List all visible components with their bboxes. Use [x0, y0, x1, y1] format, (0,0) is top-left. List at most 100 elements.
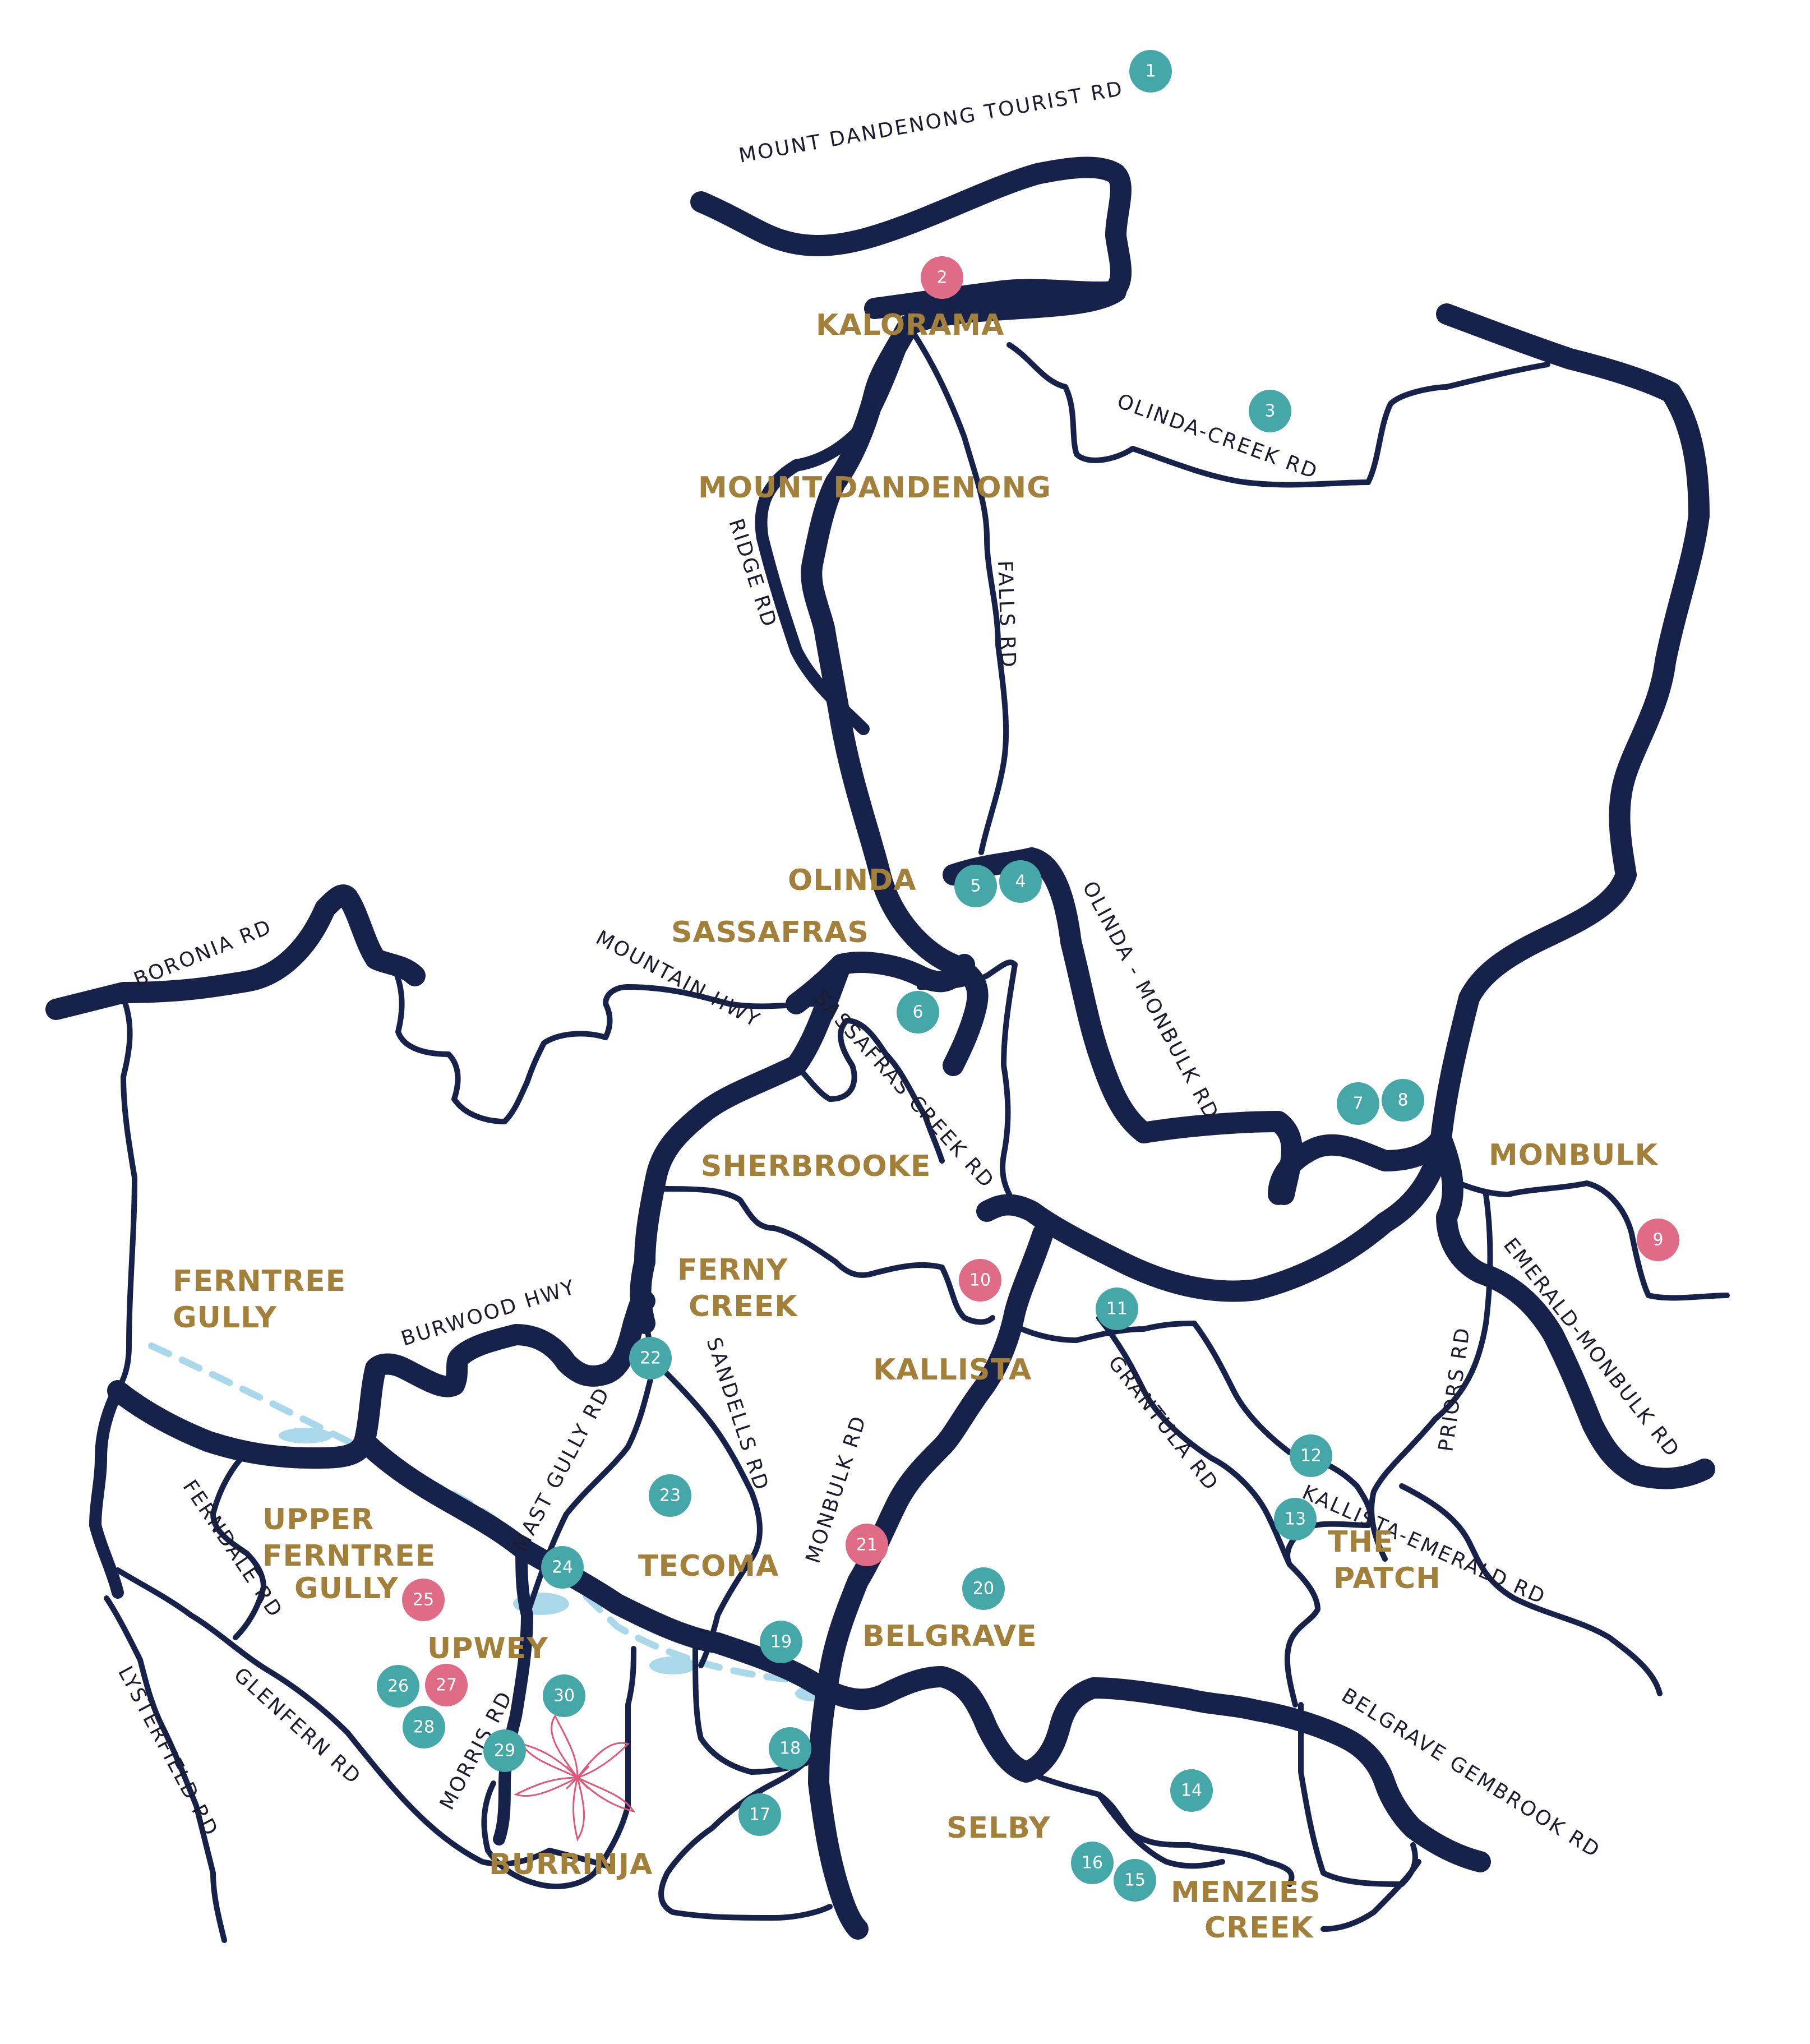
map-marker-22[interactable]: 22 [629, 1337, 672, 1379]
map-marker-circle[interactable] [1337, 1082, 1379, 1125]
map-marker-13[interactable]: 13 [1274, 1498, 1317, 1540]
map-marker-circle[interactable] [1290, 1434, 1332, 1477]
map-marker-number: 25 [413, 1590, 434, 1610]
map-marker-6[interactable]: 6 [897, 991, 939, 1033]
map-marker-21[interactable]: 21 [846, 1524, 888, 1566]
map-marker-circle[interactable] [403, 1706, 445, 1748]
map-marker-23[interactable]: 23 [649, 1474, 691, 1517]
map-marker-number: 17 [749, 1805, 770, 1825]
place-label-sherbrooke: SHERBROOKE [701, 1150, 931, 1183]
map-marker-25[interactable]: 25 [402, 1579, 445, 1621]
place-labels: KALORAMA MOUNT DANDENONG OLINDA SASSAFRA… [173, 308, 1658, 1945]
map-marker-number: 21 [856, 1535, 878, 1555]
map-marker-27[interactable]: 27 [425, 1664, 468, 1706]
map-marker-circle[interactable] [1114, 1859, 1156, 1902]
place-label-upper-ftg-2: FERNTREE [262, 1539, 436, 1573]
map-marker-3[interactable]: 3 [1249, 390, 1291, 432]
map-marker-14[interactable]: 14 [1170, 1769, 1213, 1812]
map-marker-circle[interactable] [999, 860, 1042, 903]
place-label-upper-ftg-3: GULLY [294, 1572, 399, 1605]
map-marker-circle[interactable] [846, 1524, 888, 1566]
map-marker-26[interactable]: 26 [377, 1665, 419, 1708]
place-label-kalorama: KALORAMA [816, 308, 1004, 342]
map-marker-circle[interactable] [1170, 1769, 1213, 1812]
map-marker-17[interactable]: 17 [738, 1793, 781, 1836]
place-label-olinda: OLINDA [788, 864, 917, 897]
map-marker-number: 23 [659, 1486, 681, 1506]
map-marker-number: 20 [973, 1579, 994, 1599]
place-label-menzies-creek-2: CREEK [1204, 1911, 1314, 1945]
map-marker-circle[interactable] [897, 991, 939, 1033]
map-marker-circle[interactable] [377, 1665, 419, 1708]
road-label-priors-rd: PRIORS RD [1434, 1325, 1475, 1453]
map-marker-circle[interactable] [1129, 50, 1172, 93]
map-marker-18[interactable]: 18 [769, 1727, 811, 1770]
map-marker-8[interactable]: 8 [1382, 1079, 1424, 1122]
map-marker-15[interactable]: 15 [1114, 1859, 1156, 1902]
map-marker-circle[interactable] [649, 1474, 691, 1517]
place-label-selby: SELBY [946, 1811, 1051, 1845]
map-marker-circle[interactable] [1249, 390, 1291, 432]
map-marker-30[interactable]: 30 [543, 1674, 585, 1717]
map-marker-1[interactable]: 1 [1129, 50, 1172, 93]
place-label-ferny-creek-2: CREEK [689, 1290, 798, 1323]
map-marker-circle[interactable] [1274, 1498, 1317, 1540]
map-marker-16[interactable]: 16 [1071, 1842, 1114, 1884]
map-marker-circle[interactable] [543, 1674, 585, 1717]
map-marker-24[interactable]: 24 [541, 1546, 584, 1589]
map-marker-number: 8 [1397, 1091, 1408, 1110]
map-marker-number: 11 [1106, 1299, 1128, 1319]
place-label-monbulk: MONBULK [1489, 1138, 1658, 1172]
map-marker-number: 28 [413, 1718, 435, 1737]
map-marker-circle[interactable] [483, 1729, 526, 1772]
map-marker-circle[interactable] [738, 1793, 781, 1836]
map-marker-circle[interactable] [541, 1546, 584, 1589]
map-marker-circle[interactable] [1071, 1842, 1114, 1884]
map-marker-circle[interactable] [1096, 1288, 1138, 1330]
map-marker-circle[interactable] [769, 1727, 811, 1770]
road-label-olinda-monbulk-rd: OLINDA - MONBULK RD [1078, 878, 1223, 1124]
map-marker-number: 22 [640, 1349, 661, 1368]
map-marker-circle[interactable] [1382, 1079, 1424, 1122]
map-marker-number: 10 [969, 1271, 991, 1290]
map-marker-29[interactable]: 29 [483, 1729, 526, 1772]
map-marker-7[interactable]: 7 [1337, 1082, 1379, 1125]
map-marker-number: 5 [970, 876, 981, 896]
map-marker-number: 7 [1352, 1094, 1363, 1114]
map-marker-10[interactable]: 10 [959, 1259, 1001, 1302]
flower-icon [514, 1714, 636, 1842]
map-marker-2[interactable]: 2 [921, 256, 963, 299]
map-marker-circle[interactable] [760, 1621, 802, 1663]
road-label-falls-rd: FALLS RD [993, 560, 1020, 669]
place-label-the-patch-2: PATCH [1333, 1562, 1441, 1595]
place-label-sassafras: SASSAFRAS [671, 916, 869, 949]
map-marker-circle[interactable] [425, 1664, 468, 1706]
place-label-upwey: UPWEY [427, 1632, 548, 1665]
map-marker-9[interactable]: 9 [1637, 1219, 1679, 1261]
map-marker-number: 4 [1015, 872, 1026, 892]
map-marker-circle[interactable] [921, 256, 963, 299]
map-marker-28[interactable]: 28 [403, 1706, 445, 1748]
map-marker-5[interactable]: 5 [954, 865, 997, 907]
map-marker-number: 12 [1300, 1446, 1322, 1466]
map-marker-circle[interactable] [402, 1579, 445, 1621]
map-marker-number: 9 [1652, 1230, 1663, 1250]
road-label-grantula-rd: GRANTULA RD [1103, 1351, 1223, 1496]
place-label-the-patch-1: THE [1328, 1525, 1394, 1559]
map-marker-circle[interactable] [962, 1567, 1005, 1610]
map-marker-number: 3 [1264, 402, 1275, 421]
place-label-mount-dandenong: MOUNT DANDENONG [698, 471, 1051, 505]
map-marker-circle[interactable] [1637, 1219, 1679, 1261]
map-marker-circle[interactable] [959, 1259, 1001, 1302]
map-marker-circle[interactable] [629, 1337, 672, 1379]
place-label-ferntree-gully-1: FERNTREE [173, 1265, 346, 1298]
map-marker-number: 29 [494, 1741, 515, 1761]
map-marker-number: 27 [436, 1676, 457, 1695]
map-marker-12[interactable]: 12 [1290, 1434, 1332, 1477]
map-marker-20[interactable]: 20 [962, 1567, 1005, 1610]
map-marker-19[interactable]: 19 [760, 1621, 802, 1663]
map-marker-4[interactable]: 4 [999, 860, 1042, 903]
map-marker-circle[interactable] [954, 865, 997, 907]
map-marker-11[interactable]: 11 [1096, 1288, 1138, 1330]
